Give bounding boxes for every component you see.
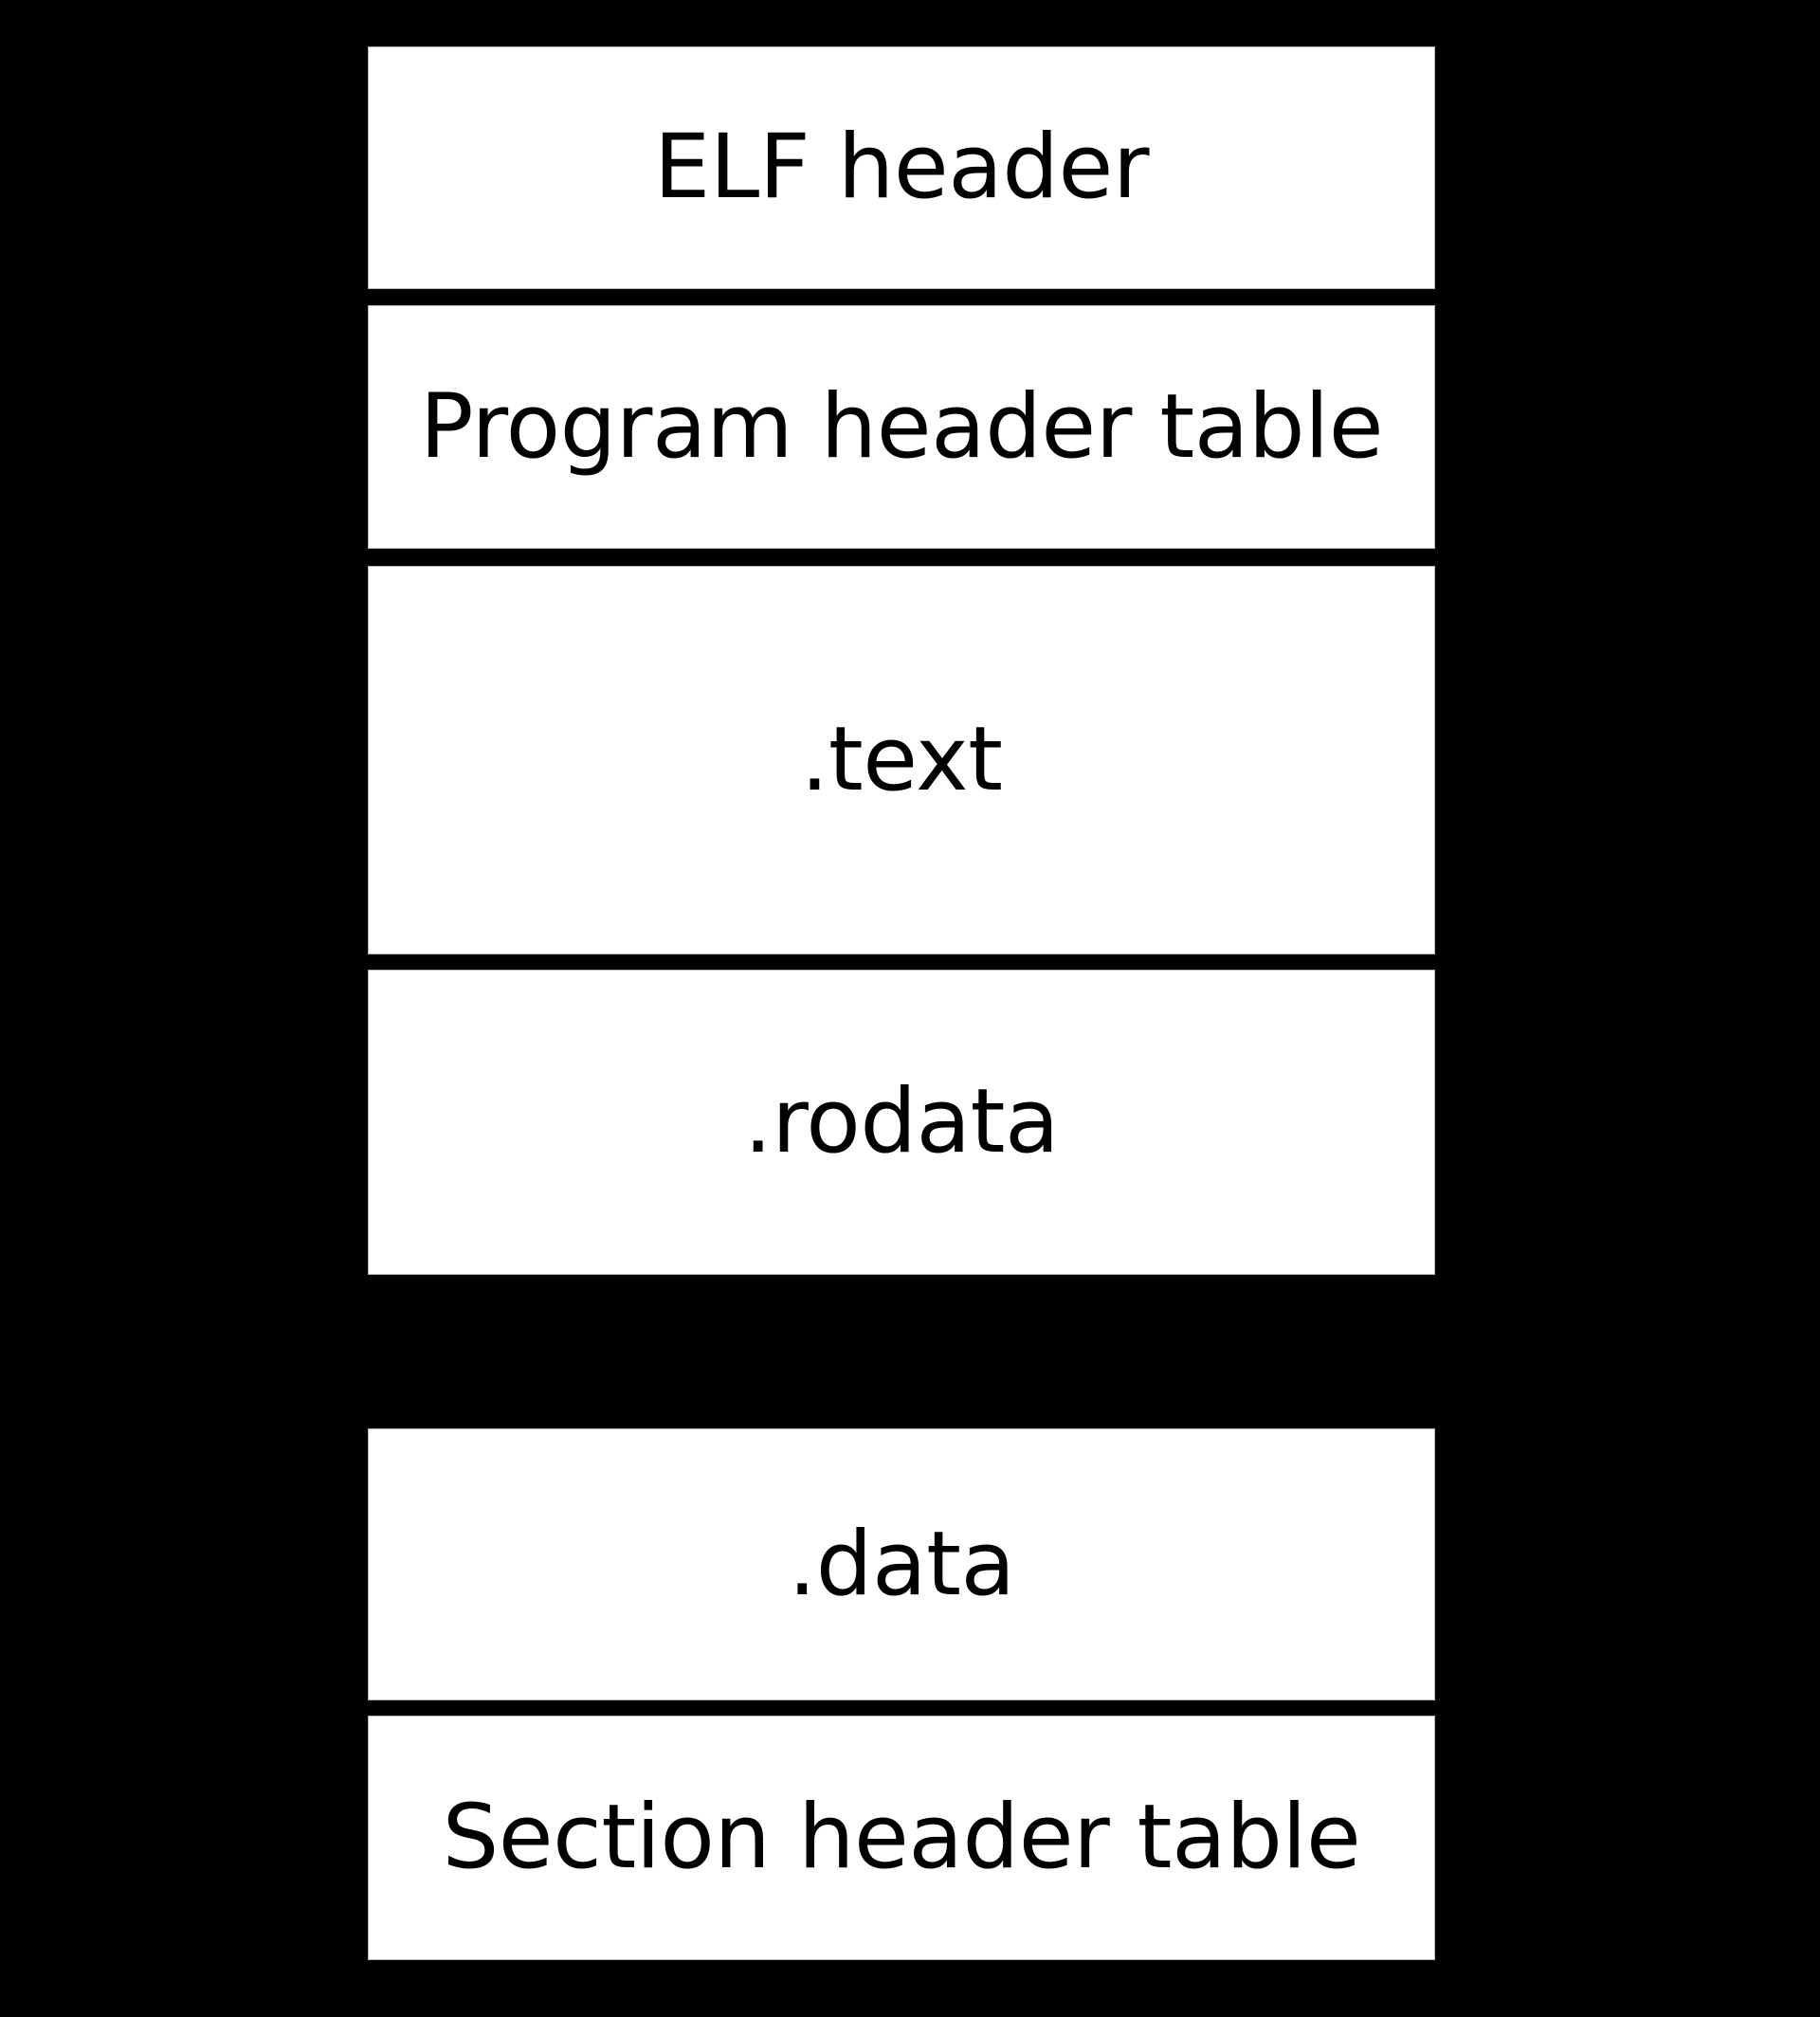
section-box-program-header-table: Program header table (368, 305, 1435, 549)
elf-sections-column: ELF header Program header table .text .r… (368, 46, 1435, 1960)
section-label-elf-header: ELF header (653, 116, 1150, 219)
section-box-rodata: .rodata (368, 970, 1435, 1275)
section-label-section-header-table: Section header table (442, 1786, 1361, 1889)
section-box-data: .data (368, 1428, 1435, 1700)
section-label-rodata: .rodata (743, 1070, 1060, 1173)
section-box-text: .text (368, 566, 1435, 954)
section-box-elf-header: ELF header (368, 46, 1435, 289)
section-label-data: .data (788, 1512, 1015, 1616)
section-label-text: .text (800, 708, 1003, 811)
section-box-section-header-table: Section header table (368, 1716, 1435, 1960)
section-label-program-header-table: Program header table (419, 374, 1384, 479)
